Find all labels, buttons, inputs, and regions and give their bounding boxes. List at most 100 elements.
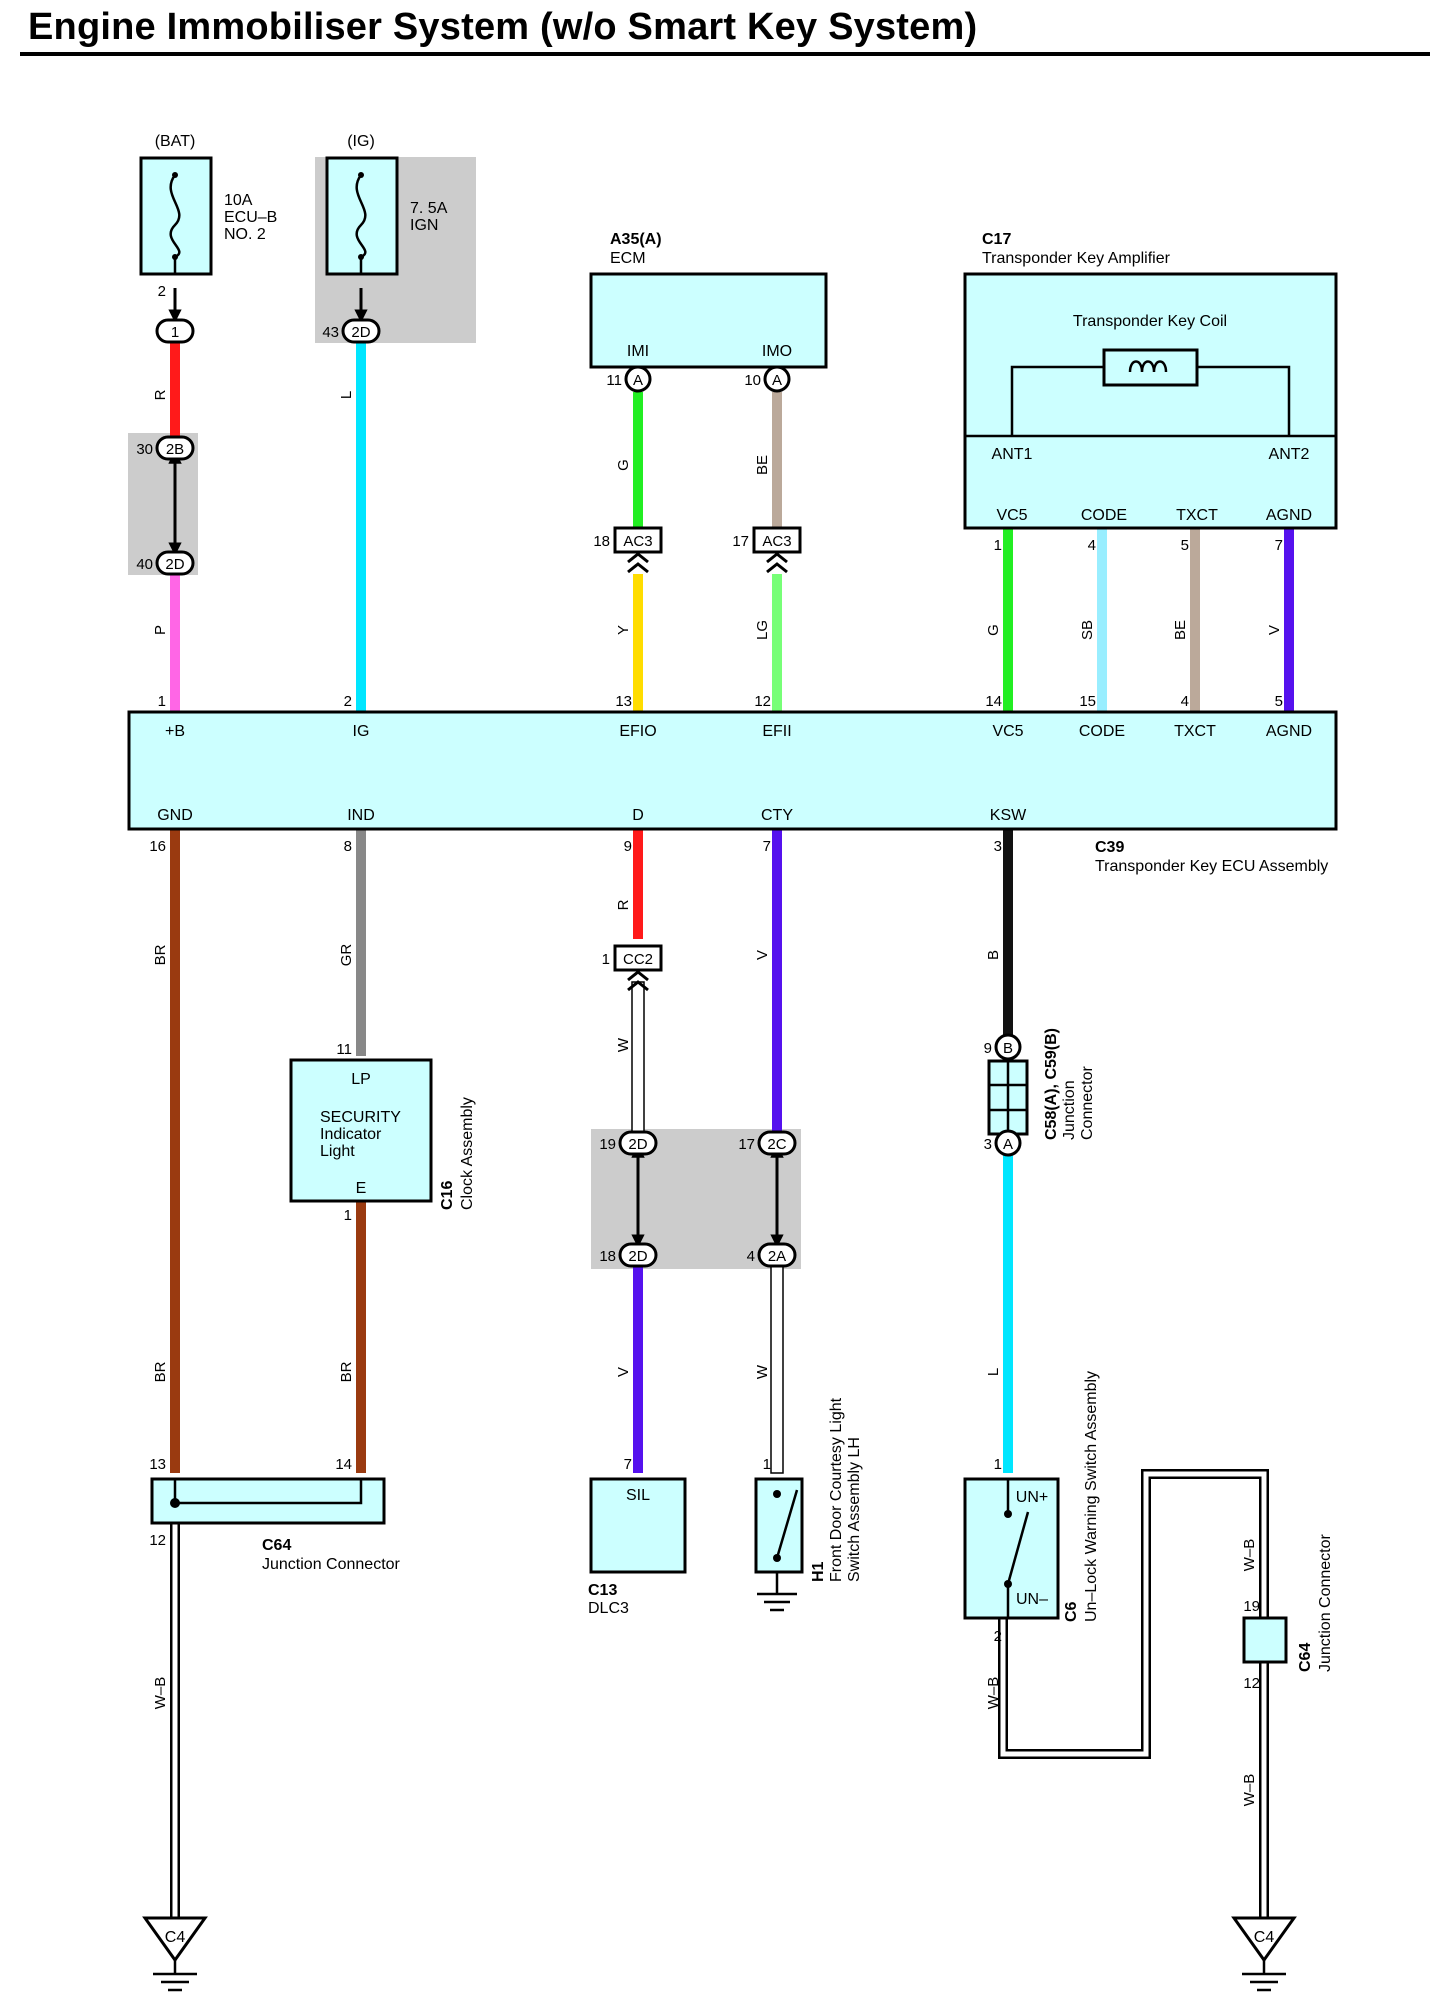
wire-l-ksw (1003, 1147, 1013, 1473)
pin-num: 2 (994, 1628, 1002, 1645)
wire-v-agnd (1284, 528, 1294, 712)
svg-text:2A: 2A (768, 1248, 786, 1265)
svg-text:1: 1 (171, 324, 179, 341)
wire-code-v: V (1266, 625, 1283, 635)
coil-loop (1010, 365, 1291, 436)
amp-pin-ant1: ANT1 (992, 446, 1033, 463)
pin-num: 15 (1079, 693, 1096, 710)
pin-num: 12 (754, 693, 771, 710)
wire-y-efio (633, 574, 643, 712)
svg-text:CC2: CC2 (623, 951, 653, 968)
fuse-ig-name1: IGN (410, 217, 438, 234)
pin-num: 4 (747, 1248, 755, 1265)
amplifier-coil-label: Transponder Key Coil (1073, 313, 1227, 330)
wire-be-txct (1190, 528, 1200, 712)
ecu-pin-txct: TXCT (1174, 723, 1216, 740)
pin-num: 1 (344, 1207, 352, 1224)
pin-num: 12 (149, 1532, 166, 1549)
fuse-bat-rating: 10A (224, 192, 253, 209)
wire-code-br: BR (152, 944, 169, 965)
wire-v-cty (772, 829, 782, 1132)
wire-code-g: G (615, 459, 632, 471)
amp-pin-vc5: VC5 (996, 507, 1027, 524)
ecu-pin-ind: IND (347, 807, 375, 824)
pin-num: 2 (158, 283, 166, 300)
pin-num: 5 (1275, 693, 1283, 710)
ecu-pin-code: CODE (1079, 723, 1125, 740)
conn-a-imi: A (624, 365, 652, 393)
ecu-pin-ig: IG (353, 723, 370, 740)
unlock-code: C6 (1063, 1601, 1080, 1622)
fuse-ign (325, 156, 399, 276)
conn-a-imo: A (763, 365, 791, 393)
pin-num: 4 (1088, 537, 1096, 554)
ground-left-label: C4 (165, 1929, 186, 1946)
pin-num: 5 (1181, 537, 1189, 554)
wire-p-bat (170, 572, 180, 712)
fuse-ig-source: (IG) (347, 133, 375, 150)
ecu-pin-agnd: AGND (1266, 723, 1312, 740)
conn-1-bat: 1 (155, 318, 195, 344)
ecu-code: C39 (1095, 839, 1124, 856)
wire-code-v2: V (754, 950, 771, 960)
unlock-name: Un–Lock Warning Switch Assembly (1083, 1371, 1100, 1622)
title-rule (20, 52, 1430, 56)
wire-code-y: Y (615, 625, 632, 635)
junction-c58-symbol (987, 1059, 1029, 1136)
wire-code-w2: W (754, 1364, 771, 1379)
wire-lg-efii (772, 574, 782, 712)
pin-num: 40 (136, 556, 153, 573)
door-switch-name1: Front Door Courtesy Light (828, 1397, 845, 1582)
pin-num: 8 (344, 838, 352, 855)
pin-num: 1 (994, 537, 1002, 554)
wire-code-wb4: W–B (1241, 1774, 1258, 1807)
wire-code-sb: SB (1079, 620, 1096, 640)
pin-num: 18 (593, 533, 610, 550)
ecu-pin-cty: CTY (761, 807, 793, 824)
junction-c58-code: C58(A), C59(B) (1043, 1028, 1060, 1140)
pin-num: 9 (984, 1040, 992, 1057)
ecu-pin-ksw: KSW (990, 807, 1027, 824)
wire-b-ksw (1003, 829, 1013, 1036)
pin-num: 9 (624, 838, 632, 855)
amp-pin-ant2: ANT2 (1269, 446, 1310, 463)
wire-code-wb: W–B (152, 1677, 169, 1710)
conn-ac3-efio: AC3 (613, 526, 663, 574)
svg-text:2D: 2D (628, 1136, 647, 1153)
conn-2d-ig: 2D (341, 318, 381, 344)
conn-2a: 2A (757, 1242, 797, 1268)
svg-text:2D: 2D (628, 1248, 647, 1265)
pin-num: 17 (738, 1136, 755, 1153)
unlock-pin-minus: UN– (1016, 1591, 1048, 1608)
wire-code-w: W (615, 1037, 632, 1052)
wire-w-d (631, 981, 645, 1133)
ecu-name: Transponder Key ECU Assembly (1095, 858, 1328, 875)
junction-c64-left-symbol (150, 1477, 386, 1525)
door-switch-name2: Switch Assembly LH (846, 1437, 863, 1582)
pin-num: 18 (599, 1248, 616, 1265)
wire-br-gnd (170, 829, 180, 1473)
conn-cc2: CC2 (613, 944, 663, 992)
pin-num: 16 (149, 838, 166, 855)
clock-code: C16 (439, 1181, 456, 1210)
door-switch-code: H1 (810, 1561, 827, 1582)
fuse-bat-name2: NO. 2 (224, 226, 266, 243)
clock-line3: Light (320, 1143, 355, 1160)
dlc3-code: C13 (588, 1582, 617, 1599)
pin-num: 3 (994, 838, 1002, 855)
wire-gr-ind (356, 829, 366, 1056)
clock-name: Clock Assembly (459, 1097, 476, 1210)
ecm-name: ECM (610, 250, 646, 267)
amplifier-box (963, 272, 1338, 530)
wire-code-l2: L (985, 1368, 1002, 1376)
ecm-pin-imi: IMI (627, 343, 649, 360)
wire-g-vc5 (1003, 528, 1013, 712)
pin-num: 17 (732, 533, 749, 550)
wire-code-r2: R (615, 899, 632, 910)
pin-num: 4 (1181, 693, 1189, 710)
svg-text:B: B (1003, 1040, 1013, 1057)
fuse-bat-name1: ECU–B (224, 209, 277, 226)
pin-num: 11 (606, 372, 622, 389)
pin-num: 13 (149, 1456, 166, 1473)
